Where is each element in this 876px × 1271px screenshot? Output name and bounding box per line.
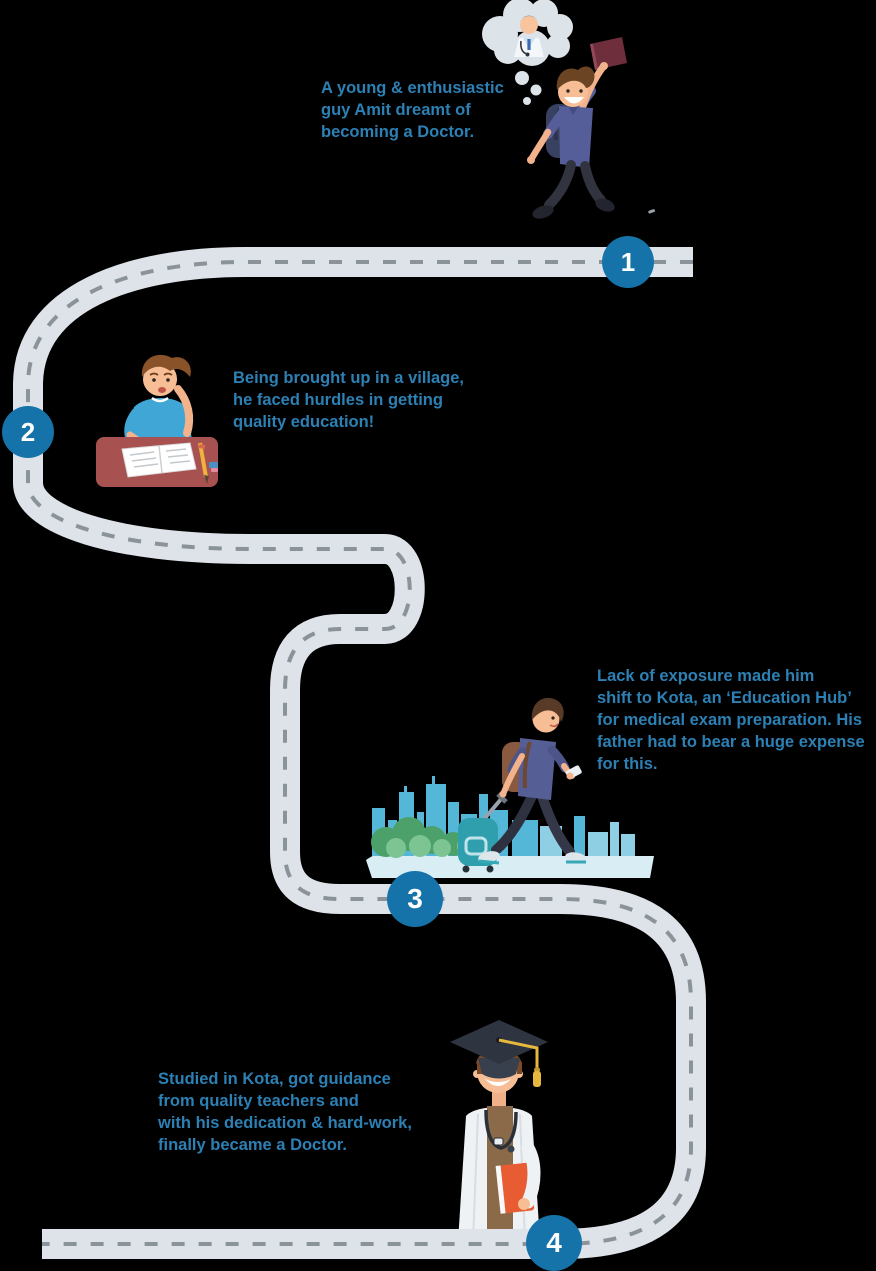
tassel <box>498 1038 539 1070</box>
caption-line: Studied in Kota, got guidance <box>158 1070 391 1088</box>
step4-caption: Studied in Kota, got guidance from quali… <box>158 1068 412 1156</box>
step-number: 4 <box>546 1227 562 1258</box>
caption-line: father had to bear a huge expense <box>597 733 865 751</box>
step-marker-1: 1 <box>602 236 654 288</box>
smile <box>485 1079 511 1086</box>
thought-bubble <box>482 0 573 105</box>
step-number: 2 <box>20 416 36 447</box>
step-marker-3: 3 <box>387 871 443 927</box>
step-marker-2: 2 <box>2 406 54 458</box>
caption-line: guy Amit dreamt of <box>321 101 471 119</box>
graduate-doctor-figure <box>450 1020 548 1243</box>
caption-line: Being brought up in a village, <box>233 369 465 387</box>
caption-line: A young & enthusiastic <box>321 79 504 97</box>
road-base <box>13 247 706 1259</box>
caption-line: from quality teachers and <box>158 1092 359 1110</box>
caption-line: Lack of exposure made him <box>597 667 815 685</box>
caption-line: quality education! <box>233 413 375 431</box>
caption-line: for medical exam preparation. His <box>597 711 863 729</box>
caption-line: with his dedication & hard-work, <box>158 1114 412 1132</box>
step4-illustration <box>450 1020 548 1243</box>
step3-illustration <box>366 697 654 878</box>
jumping-student <box>527 37 656 219</box>
step2-illustration <box>96 354 218 487</box>
dream-doctor-figure <box>514 15 544 57</box>
step-number: 1 <box>620 246 636 277</box>
step1-illustration <box>482 0 656 219</box>
caption-line: finally became a Doctor. <box>158 1136 347 1154</box>
step-number: 3 <box>407 883 423 914</box>
step3-caption: Lack of exposure made him shift to Kota,… <box>597 665 865 775</box>
shirt <box>559 106 593 168</box>
eraser <box>209 462 218 468</box>
caption-bold-text: ‘Education Hub’ <box>726 689 852 707</box>
step1-caption: A young & enthusiastic guy Amit dreamt o… <box>321 77 504 143</box>
stethoscope <box>484 1109 518 1150</box>
caption-line: shift to Kota, an ‘Education Hub’ <box>597 689 852 707</box>
smile <box>564 97 584 104</box>
caption-line: for this. <box>597 755 658 773</box>
step-marker-4: 4 <box>526 1215 582 1271</box>
standing-pencil <box>198 442 209 484</box>
caption-line: becoming a Doctor. <box>321 123 475 141</box>
motion-speck <box>648 209 656 214</box>
walking-student <box>478 697 587 865</box>
open-notebook <box>121 442 197 478</box>
studying-boy <box>124 354 194 458</box>
raised-book <box>590 37 627 70</box>
caption-line: he faced hurdles in getting <box>233 391 443 409</box>
step2-caption: Being brought up in a village, he faced … <box>233 367 464 433</box>
boy-head <box>143 362 177 396</box>
blue-shirt <box>128 398 192 439</box>
suitcase <box>458 792 508 873</box>
